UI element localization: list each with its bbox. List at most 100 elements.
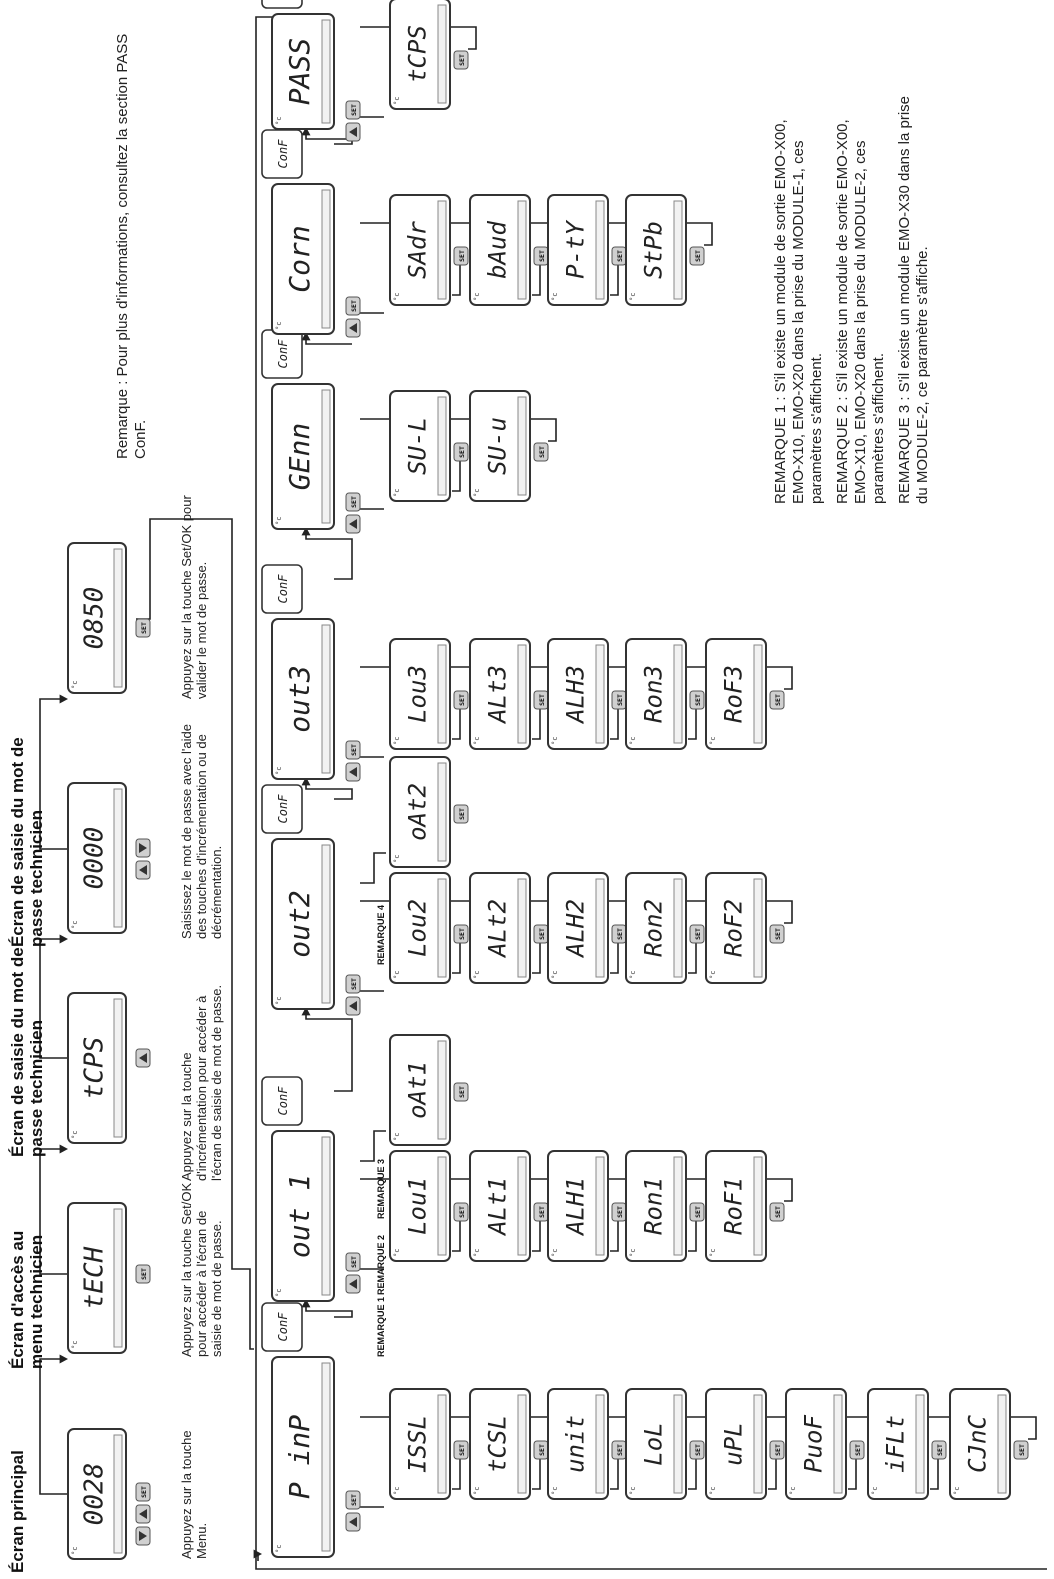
lcd-degree-label: °c [629,1249,637,1257]
set-button-icon: SET [345,1490,361,1510]
increment-button-icon [345,996,361,1016]
arrowhead [301,527,311,536]
up-triangle [349,519,357,529]
button-label: SET [350,1256,358,1268]
set-button-icon: SET [453,690,469,710]
lcd-degree-label: °c [275,767,283,775]
lcd-text: StPb [639,221,667,279]
set-button-icon: SET [689,690,705,710]
connector-line [39,1148,68,1275]
button-body [345,492,361,512]
set-button-icon: SET [769,1202,785,1222]
set-button-icon: SET [533,1202,549,1222]
lcd-degree-label: °c [789,1487,797,1495]
lcd-text: Ron3 [639,665,667,723]
lcd-param-out3-0: °c Lou3 [389,638,451,750]
set-button-icon: SET [345,974,361,994]
arrowhead [59,1354,68,1364]
set-button-icon: SET [533,246,549,266]
set-button-icon: SET [931,1440,947,1460]
lcd-frame [389,194,451,306]
lcd-frame [469,872,531,984]
lcd-degree-label: °c [629,737,637,745]
connector-line [136,518,254,1350]
set-button-icon: SET [689,246,705,266]
lcd-sub-bar [437,396,447,496]
lcd-param-input-5: °c PuoF [785,1388,847,1500]
label-remarque-2: REMARQUE 2 [376,1234,386,1295]
lcd-text: ALt3 [483,665,511,725]
button-label: SET [350,104,358,116]
lcd-param-out3-3: °c Ron3 [625,638,687,750]
connector-line [610,709,619,740]
button-label: SET [458,250,466,262]
lcd-degree-label: °c [275,1289,283,1297]
lcd-sub-bar [321,189,331,329]
lcd-sub-bar [595,644,605,744]
lcd-text: Lou3 [403,665,431,723]
connector-line [688,1459,697,1490]
lcd-degree-label: °c [551,293,559,301]
lcd-degree-label: °c [393,737,401,745]
connector-line [452,709,461,740]
lcd-frame [547,194,609,306]
lcd-sub-bar [915,1394,925,1494]
button-body [453,1440,469,1460]
lcd-sub-bar [753,1156,763,1256]
lcd-sub-bar [673,1394,683,1494]
note-remarque-1: REMARQUE 1 : S'il existe un module de so… [772,119,825,504]
conf-frame [261,564,303,614]
lcd-text: PuoF [799,1415,827,1473]
lcd-text: unit [561,1415,589,1473]
lcd-degree-label: °c [275,517,283,525]
increment-button-icon [135,1048,151,1068]
lcd-sub-bar [113,788,123,928]
button-label: SET [694,250,702,262]
lcd-conf-badge-out3: ConF [261,564,303,614]
lcd-degree-label: °c [473,971,481,979]
lcd-menu-out3: °c out3 [271,618,335,780]
heading-password-entry-2: Écran de saisie du mot de passe technici… [8,737,46,947]
set-button-icon: SET [135,618,151,638]
lcd-text: ALH2 [561,899,589,959]
lcd-degree-label: °c [393,1487,401,1495]
lcd-text: CJnC [963,1415,991,1473]
connector-line [610,1221,619,1252]
set-button-icon: SET [689,1202,705,1222]
instruction-press-increment: Appuyez sur la touche d'incrémentation p… [179,984,224,1181]
set-button-icon: SET [689,924,705,944]
button-label: SET [694,1206,702,1218]
lcd-sub-bar [113,1208,123,1348]
set-button-icon: SET [345,492,361,512]
connector-line [532,709,541,740]
connector-line [452,461,461,492]
lcd-degree-label: °c [393,97,401,105]
lcd-degree-label: °c [551,1487,559,1495]
heading-tech-menu-screen: Écran d'accès au menu technicien [8,1230,46,1369]
connector-line [610,943,619,974]
connector-line [688,1221,697,1252]
lcd-sub-bar [517,200,527,300]
lcd-param-genn-1: °cSU-u [469,390,531,502]
lcd-frame [547,638,609,750]
button-label: SET [616,1444,624,1456]
button-label: SET [350,978,358,990]
connector-line [255,16,1047,1570]
lcd-text: out3 [283,665,316,732]
set-button-icon: SET [453,1082,469,1102]
lcd-sub-bar [833,1394,843,1494]
set-button-icon: SET [533,442,549,462]
instruction-validate-password: Appuyez sur la touche Set/OK pour valide… [179,495,209,699]
set-button-icon: SET [453,1440,469,1460]
lcd-frame [67,542,127,694]
button-label: SET [1018,1444,1026,1456]
